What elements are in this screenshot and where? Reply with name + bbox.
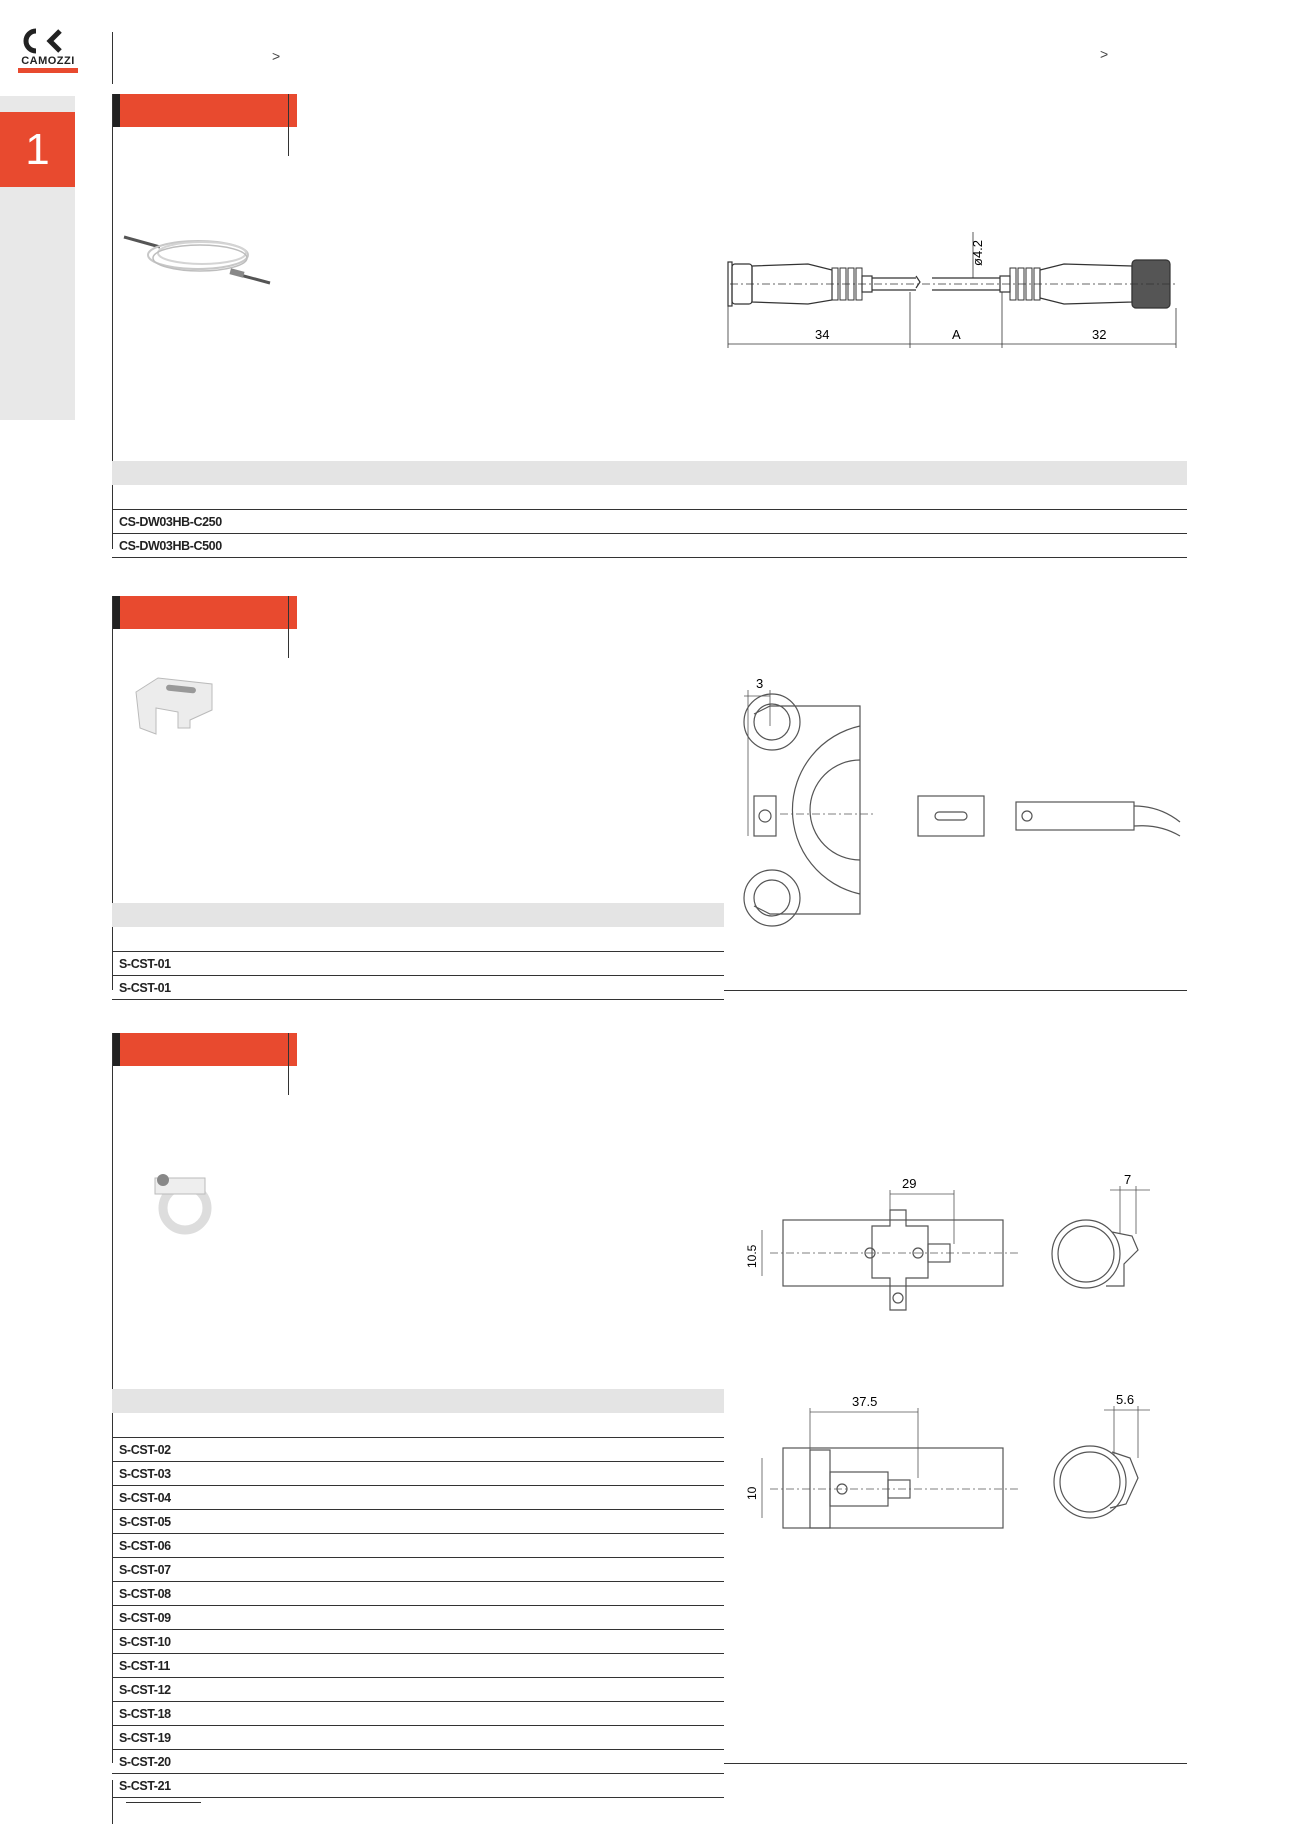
dim-3: 3: [756, 676, 763, 691]
table-row: CS-DW03HB-C500: [112, 533, 1187, 558]
part-code: S-CST-12: [112, 1677, 724, 1702]
table-row: S-CST-05: [112, 1509, 724, 1534]
adapter-product-image: [135, 677, 213, 735]
dim-34: 34: [815, 327, 829, 342]
part-code: CS-DW03HB-C250: [112, 509, 1187, 534]
footer-line: [126, 1802, 201, 1803]
table-row: S-CST-20: [112, 1749, 724, 1774]
section1-header-bar: [112, 94, 297, 127]
dim-a: A: [952, 327, 961, 342]
table-row: S-CST-07: [112, 1557, 724, 1582]
table-row: S-CST-04: [112, 1485, 724, 1510]
table-row: CS-DW03HB-C250: [112, 509, 1187, 534]
part-code: S-CST-07: [112, 1557, 724, 1582]
dim-7: 7: [1124, 1172, 1131, 1187]
dim-5-6: 5.6: [1116, 1392, 1134, 1407]
clamp-drawing-large: 37.5 10 5.6: [745, 1392, 1150, 1529]
part-code: S-CST-01: [112, 975, 724, 1000]
section2-divider: [288, 596, 289, 658]
section1-divider: [288, 94, 289, 156]
part-code: S-CST-19: [112, 1725, 724, 1750]
cable-dimension-drawing: 34 A 32 ø4.2: [727, 232, 1177, 348]
table-row: S-CST-18: [112, 1701, 724, 1726]
section1-table: CS-DW03HB-C250 CS-DW03HB-C500: [112, 461, 1187, 558]
dim-10-5: 10.5: [745, 1244, 759, 1268]
dim-10: 10: [745, 1486, 759, 1500]
chevron-right: >: [1100, 46, 1109, 62]
section3-divider: [288, 1033, 289, 1095]
adapter-dimension-drawing: 3: [743, 676, 1181, 927]
cable-product-image: [123, 235, 271, 285]
section2-header-bar: [112, 596, 297, 629]
footer-rule: [112, 1780, 113, 1824]
part-code: S-CST-08: [112, 1581, 724, 1606]
part-code: S-CST-05: [112, 1509, 724, 1534]
table-row: S-CST-08: [112, 1581, 724, 1606]
part-code: S-CST-02: [112, 1437, 724, 1462]
header-rule: [112, 32, 113, 84]
table-row: S-CST-11: [112, 1653, 724, 1678]
table-row: S-CST-09: [112, 1605, 724, 1630]
dim-32: 32: [1092, 327, 1106, 342]
table-row: S-CST-06: [112, 1533, 724, 1558]
part-code: S-CST-20: [112, 1749, 724, 1774]
logo-bar: [18, 68, 78, 73]
table-row: S-CST-02: [112, 1437, 724, 1462]
part-code: S-CST-21: [112, 1773, 724, 1798]
part-code: S-CST-04: [112, 1485, 724, 1510]
part-code: S-CST-06: [112, 1533, 724, 1558]
dim-29: 29: [902, 1176, 916, 1191]
section2-bottom-line: [724, 990, 1187, 991]
part-code: S-CST-18: [112, 1701, 724, 1726]
clamp-product-image: [154, 1174, 212, 1235]
chapter-tab: 1: [0, 112, 75, 187]
part-code: CS-DW03HB-C500: [112, 533, 1187, 558]
table-row: S-CST-10: [112, 1629, 724, 1654]
section1-left-rule: [112, 94, 113, 549]
part-code: S-CST-10: [112, 1629, 724, 1654]
table-row: S-CST-01: [112, 951, 724, 976]
camozzi-logo-icon: [23, 28, 62, 54]
part-code: S-CST-09: [112, 1605, 724, 1630]
section2-left-rule: [112, 596, 113, 990]
section2-table: S-CST-01 S-CST-01: [112, 903, 724, 1000]
table-row: S-CST-01: [112, 975, 724, 1000]
table-row: S-CST-03: [112, 1461, 724, 1486]
part-code: S-CST-03: [112, 1461, 724, 1486]
table-row: S-CST-19: [112, 1725, 724, 1750]
section3-header-bar: [112, 1033, 297, 1066]
brand-name: CAMOZZI: [21, 55, 75, 67]
table-row: S-CST-21: [112, 1773, 724, 1798]
chevron-left: >: [272, 48, 281, 64]
dim-37-5: 37.5: [852, 1394, 877, 1409]
part-code: S-CST-11: [112, 1653, 724, 1678]
table-row: S-CST-12: [112, 1677, 724, 1702]
dim-diameter: ø4.2: [970, 240, 985, 266]
part-code: S-CST-01: [112, 951, 724, 976]
clamp-drawing-small: 29 10.5 7: [745, 1172, 1150, 1311]
section3-bottom-line: [724, 1763, 1187, 1764]
